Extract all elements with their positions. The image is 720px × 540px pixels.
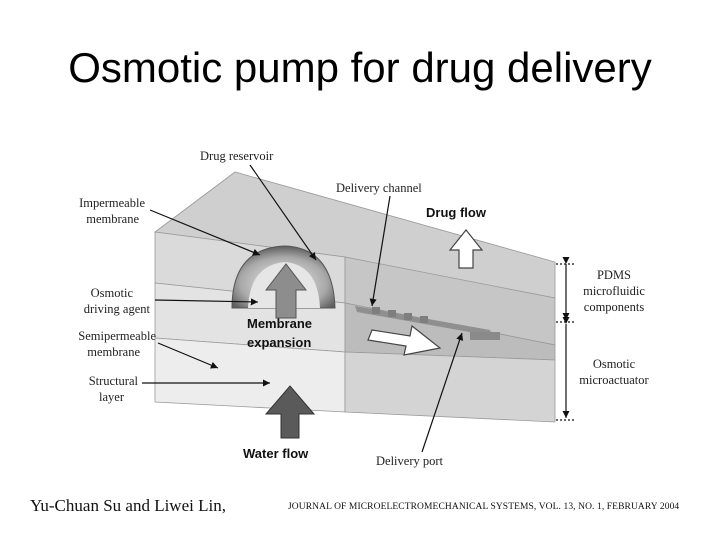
delivery-channel-groove — [355, 306, 500, 340]
footer-journal: JOURNAL OF MICROELECTROMECHANICAL SYSTEM… — [288, 502, 680, 512]
label-structural-2: layer — [99, 390, 125, 404]
dimension-brackets — [556, 256, 576, 421]
label-microactuator: Osmotic — [593, 357, 636, 371]
label-drug-reservoir: Drug reservoir — [200, 149, 274, 163]
footer-authors: Yu-Chuan Su and Liwei Lin, — [30, 496, 226, 515]
label-structural: Structural — [89, 374, 139, 388]
device-body — [153, 171, 556, 423]
label-semipermeable-2: membrane — [87, 345, 140, 359]
label-delivery-channel: Delivery channel — [336, 181, 422, 195]
label-pdms-2: microfluidic — [583, 284, 645, 298]
label-impermeable-2: membrane — [86, 212, 139, 226]
delivery-flow-arrow — [367, 324, 442, 356]
label-membrane: Membrane — [247, 316, 312, 331]
label-impermeable: Impermeable — [79, 196, 145, 210]
pointer-lines — [142, 164, 464, 453]
label-water-flow: Water flow — [243, 446, 309, 461]
label-microactuator-2: microactuator — [579, 373, 649, 387]
label-osmotic-agent-2: driving agent — [84, 302, 151, 316]
label-pdms: PDMS — [597, 268, 631, 282]
label-pdms-3: components — [584, 300, 645, 314]
label-delivery-port: Delivery port — [376, 454, 444, 468]
label-semipermeable: Semipermeable — [78, 329, 156, 343]
label-drug-flow: Drug flow — [426, 205, 487, 220]
label-osmotic-agent: Osmotic — [91, 286, 134, 300]
membrane-expansion-arrow — [264, 263, 308, 319]
label-expansion: expansion — [247, 335, 311, 350]
water-flow-arrow — [264, 385, 316, 439]
slide-title: Osmotic pump for drug delivery — [68, 44, 652, 91]
drug-flow-arrow — [448, 229, 484, 269]
